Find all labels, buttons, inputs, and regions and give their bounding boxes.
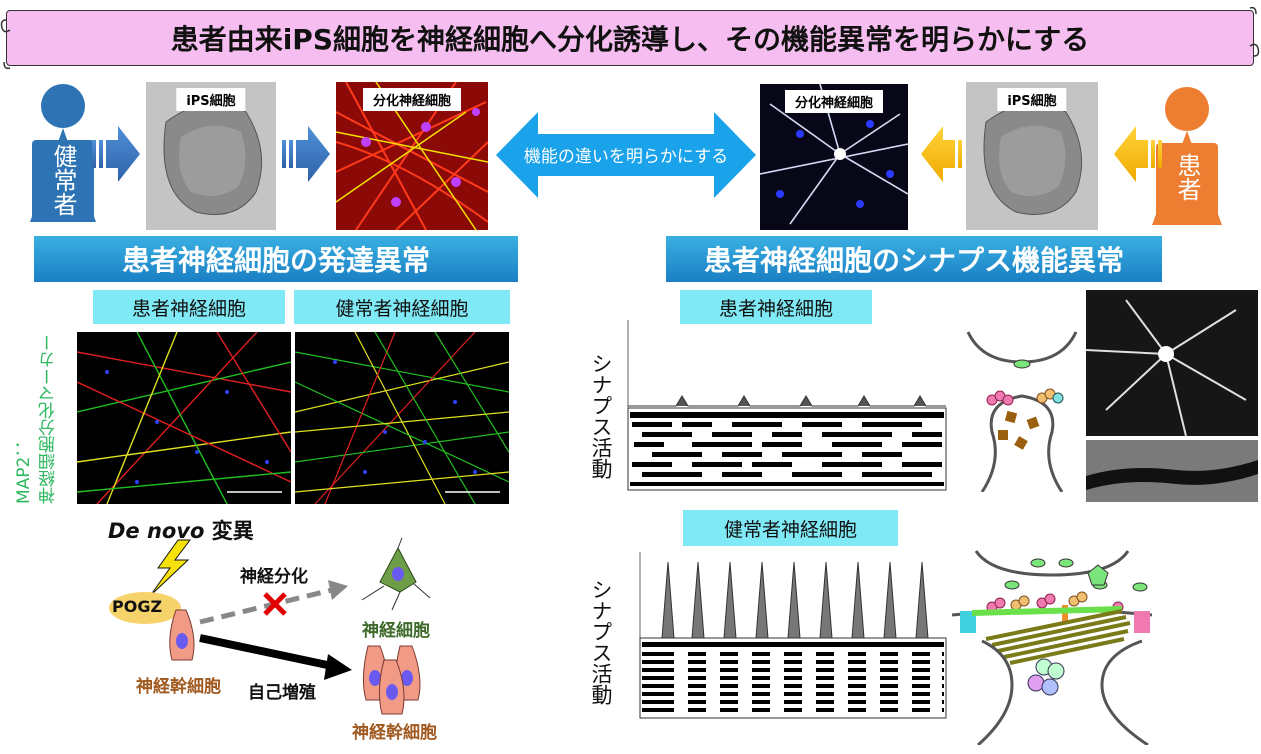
patient-person: 患者: [1150, 85, 1224, 225]
arrow-left-icon: [921, 126, 962, 182]
mechanism-diagram: [109, 538, 431, 715]
dendrite-image: [1086, 440, 1258, 502]
self-renewal-label: 自己増殖: [248, 683, 316, 703]
pogz-label: POGZ: [112, 597, 163, 616]
flow-arrows: [92, 126, 1162, 182]
right-section-heading: 患者神経細胞のシナプス機能異常: [666, 236, 1162, 282]
neuron-photo-left: 分化神経細胞: [336, 82, 488, 230]
synapse-activity-label-top: シナプス活動: [589, 353, 613, 479]
differentiation-label: 神経分化: [240, 567, 308, 587]
double-arrow-icon: [496, 112, 756, 198]
ips-cell-photo-right: iPS細胞: [966, 82, 1098, 230]
arrow-right-icon: [282, 126, 330, 182]
stem-cells-icon: [362, 645, 421, 715]
ips-label: iPS細胞: [176, 88, 246, 111]
arrow-right-icon: [92, 126, 140, 182]
neuron-label: 分化神経細胞: [362, 88, 462, 111]
healthy-person: 健常者: [26, 80, 100, 222]
neuron-photo-right: 分化神経細胞: [760, 84, 908, 230]
lightning-icon: [149, 539, 191, 597]
synapse-activity-label-bottom: シナプス活動: [589, 579, 613, 705]
healthy-map2-image: [295, 332, 509, 504]
actin-filaments: [985, 609, 1131, 665]
neuron-icon: [361, 538, 431, 611]
title-banner: 患者由来iPS細胞を神経細胞へ分化誘導し、その機能異常を明らかにする: [6, 10, 1254, 66]
patient-neuron-label: 患者神経細胞: [93, 290, 285, 324]
healthy-neuron-label: 健常者神経細胞: [294, 290, 510, 324]
patient-person-label: 患者: [1173, 153, 1201, 201]
map2-marker-label: MAP2： 神経細胞分化マーカー: [14, 334, 59, 504]
neuron-label: 分化神経細胞: [784, 90, 884, 113]
cross-icon: [263, 592, 287, 616]
stem-cell-label: 神経幹細胞: [136, 677, 221, 697]
arrow-left-icon: [1114, 126, 1162, 182]
patient-neuron-label-right: 患者神経細胞: [680, 290, 872, 324]
neuron-morphology-image: [1086, 290, 1258, 436]
mutation-label: De novo 変異: [108, 519, 254, 543]
stem-cells-label: 神経幹細胞: [352, 723, 437, 743]
ips-label: iPS細胞: [997, 88, 1067, 111]
patient-synapse-diagram: [966, 331, 1078, 492]
pogz-oval: [109, 592, 181, 624]
patient-map2-image: [77, 332, 291, 504]
neuron-label-green: 神経細胞: [362, 621, 430, 641]
compare-text: 機能の違いを明らかにする: [523, 147, 729, 167]
person-icon: [30, 84, 96, 222]
healthy-raster-plot: [639, 552, 947, 719]
healthy-neuron-label-right: 健常者神経細胞: [683, 510, 898, 546]
ips-cell-photo-left: iPS細胞: [146, 82, 276, 230]
scroll-ends: [0, 6, 1260, 70]
patient-raster-plot: [627, 320, 947, 491]
page-title: 患者由来iPS細胞を神経細胞へ分化誘導し、その機能異常を明らかにする: [170, 23, 1090, 56]
person-icon: [1152, 87, 1222, 225]
left-section-heading: 患者神経細胞の発達異常: [34, 236, 518, 282]
stem-cell-icon: [169, 609, 195, 661]
healthy-person-label: 健常者: [49, 144, 77, 216]
healthy-synapse-diagram: [952, 550, 1153, 745]
